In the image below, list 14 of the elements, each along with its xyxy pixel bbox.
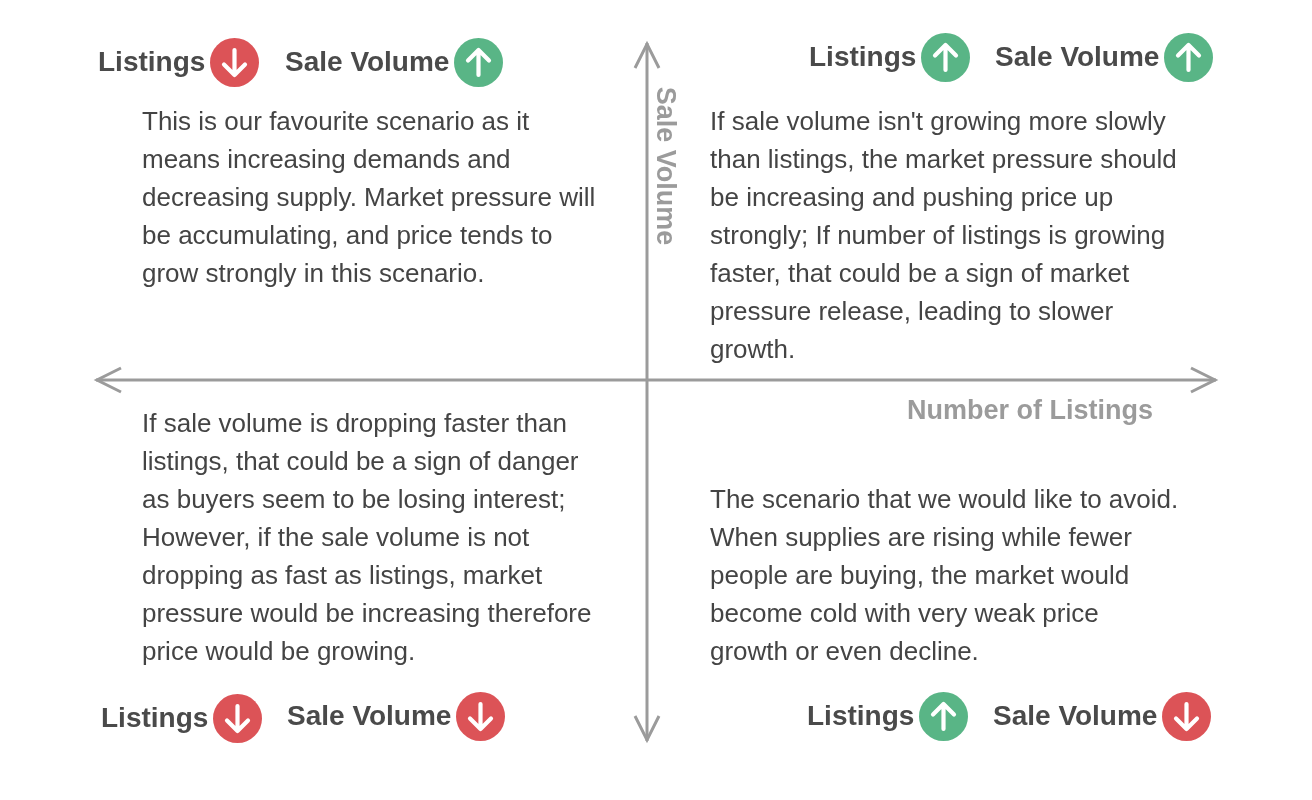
scenario-description: If sale volume is dropping faster than listings, that could be a sign of danger as buyers seem to be losing interest; However, if the sale volume is not dropping as fast as listings, market pressure would be increasing therefore price would be growing.	[142, 407, 593, 668]
trend-label: Sale Volume	[285, 46, 450, 78]
scenario-description: The scenario that we would like to avoid. When supplies are rising while fewer people are buying, the market would become cold with very weak price growth or even decline.	[710, 483, 1180, 668]
trend-label: Sale Volume	[993, 700, 1158, 732]
trend-label: Sale Volume	[995, 41, 1160, 73]
scenario-description: If sale volume isn't growing more slowly than listings, the market pressure should be increasing and pushing price up strongly; If number of listings is growing faster, that could be a sign of market pressure release, leading to slower growth.	[710, 105, 1178, 366]
trend-label: Sale Volume	[287, 700, 452, 732]
trend-label: Listings	[807, 700, 915, 732]
axis-label: Sale Volume	[651, 86, 681, 246]
trend-label: Listings	[101, 702, 209, 734]
axis-label: Number of Listings	[907, 395, 1153, 425]
scenario-description: This is our favourite scenario as it means increasing demands and decreasing supply. Market pressure will be accumulating, and price tends to grow strongly in this scenario.	[142, 105, 597, 290]
trend-label: Listings	[809, 41, 917, 73]
trend-label: Listings	[98, 46, 206, 78]
